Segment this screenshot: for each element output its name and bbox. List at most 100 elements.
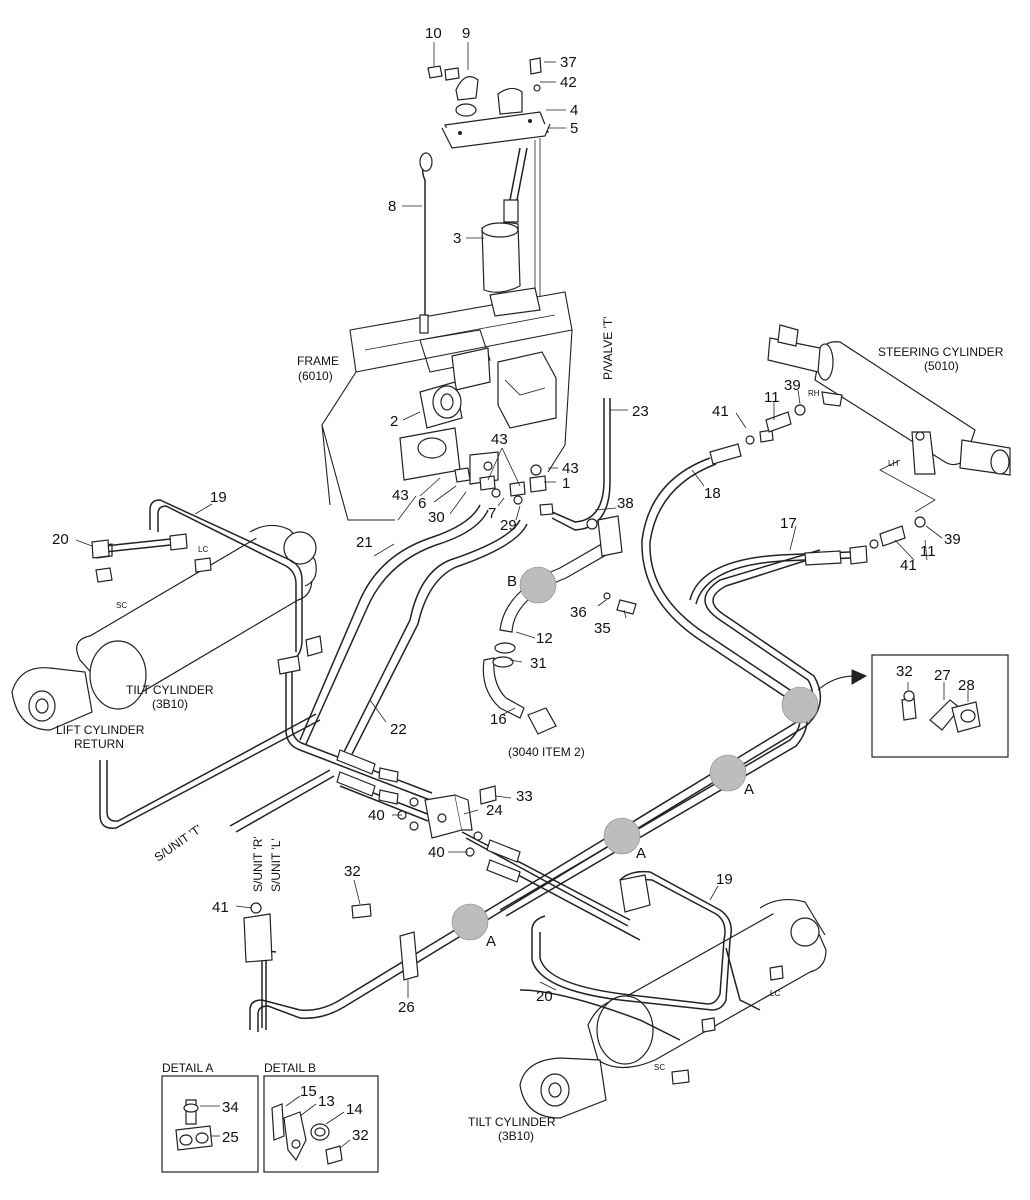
- sunit-t-label: S/UNIT 'T': [152, 822, 205, 865]
- callout-33: 33: [516, 788, 533, 805]
- inset-callout-32: 32: [896, 663, 913, 680]
- callout-29: 29: [500, 517, 517, 534]
- frame-structure: [321, 287, 573, 521]
- callout-41-right: 41: [900, 557, 917, 574]
- tilt-cylinder-left-code: (3B10): [152, 697, 188, 711]
- frame-label: FRAME: [297, 354, 339, 368]
- callout-4: 4: [570, 102, 578, 119]
- callout-11-right: 11: [920, 543, 936, 560]
- callout-35: 35: [594, 620, 611, 637]
- tilt-cylinder-right-code: (3B10): [498, 1129, 534, 1143]
- callout-18: 18: [704, 485, 721, 502]
- callout-7: 7: [488, 505, 496, 522]
- callout-40-lower: 40: [428, 844, 445, 861]
- lc-port-label-right: LC: [770, 989, 780, 998]
- pvalve-t-label: P/VALVE 'T': [601, 317, 615, 381]
- inset-marker: [781, 686, 819, 724]
- detail-a-marker-2: [603, 817, 641, 855]
- inset-callout-27: 27: [934, 667, 951, 684]
- callout-22: 22: [390, 721, 407, 738]
- tilt-cylinder-left-label: TILT CYLINDER: [126, 683, 214, 697]
- callout-43-top: 43: [491, 431, 508, 448]
- frame-code: (6010): [298, 369, 333, 383]
- callout-41-top: 41: [712, 403, 729, 420]
- callout-17: 17: [780, 515, 797, 532]
- detail-a-marker-3: [451, 903, 489, 941]
- lc-port-label-left: LC: [198, 545, 208, 554]
- hydraulic-tank-assembly: [419, 57, 551, 334]
- lh-port-label: LH: [888, 459, 898, 468]
- leader-lines: [75, 42, 943, 998]
- sunit-r-label: S/UNIT 'R': [251, 836, 265, 892]
- detail-a-box: DETAIL A 34 25: [161, 1061, 259, 1173]
- detail-b-callout-32: 32: [352, 1127, 369, 1144]
- ref-b-label: B: [507, 573, 517, 590]
- callout-16: 16: [490, 711, 507, 728]
- detail-b-title: DETAIL B: [264, 1061, 316, 1075]
- callout-24: 24: [486, 802, 503, 819]
- callout-30: 30: [428, 509, 445, 526]
- callout-40-upper: 40: [368, 807, 385, 824]
- callout-1: 1: [562, 475, 570, 492]
- detail-markers: [451, 566, 868, 941]
- part-callouts: 10 9 37 42 4 5 8 3 2 43 6 30 43 43 1 7 2…: [52, 25, 961, 1016]
- callout-39-top: 39: [784, 377, 801, 394]
- steering-cylinder: [767, 324, 1011, 513]
- steering-cylinder-code: (5010): [924, 359, 959, 373]
- detail-a-marker-1: [709, 754, 747, 792]
- lift-cylinder-return-label-1: LIFT CYLINDER: [56, 723, 145, 737]
- callout-21: 21: [356, 534, 373, 551]
- steering-cylinder-label: STEERING CYLINDER: [878, 345, 1004, 359]
- callout-8: 8: [388, 198, 396, 215]
- tilt-cylinder-right-label: TILT CYLINDER: [468, 1115, 556, 1129]
- callout-31: 31: [530, 655, 547, 672]
- callout-20-left: 20: [52, 531, 69, 548]
- detail-b-marker: [519, 566, 557, 604]
- callout-20-right: 20: [536, 988, 553, 1005]
- callout-26: 26: [398, 999, 415, 1016]
- callout-19-left: 19: [210, 489, 227, 506]
- callout-39-right: 39: [944, 531, 961, 548]
- text-labels: FRAME (6010) STEERING CYLINDER (5010) TI…: [56, 317, 1004, 1144]
- fittings: [91, 404, 926, 981]
- callout-41-sunit: 41: [212, 899, 229, 916]
- callout-43-right: 43: [562, 460, 579, 477]
- callout-38: 38: [617, 495, 634, 512]
- callout-9: 9: [462, 25, 470, 42]
- detail-a-callout-25: 25: [222, 1129, 239, 1146]
- tilt-cylinder-right: [519, 898, 827, 1119]
- item-reference-label: (3040 ITEM 2): [508, 745, 585, 759]
- callout-36: 36: [570, 604, 587, 621]
- detail-b-callout-14: 14: [346, 1101, 363, 1118]
- lift-cylinder-return-label-2: RETURN: [74, 737, 124, 751]
- callout-37: 37: [560, 54, 577, 71]
- sc-port-label-left: SC: [116, 601, 127, 610]
- callout-11-top: 11: [764, 389, 780, 406]
- sunit-l-label: S/UNIT 'L': [269, 838, 283, 892]
- callout-32-main: 32: [344, 863, 361, 880]
- callout-10: 10: [425, 25, 442, 42]
- inset-callout-28: 28: [958, 677, 975, 694]
- tilt-cylinder-left: [11, 524, 317, 731]
- return-manifold: [454, 464, 554, 516]
- callout-2: 2: [390, 413, 398, 430]
- detail-b-box: DETAIL B 15 13 14 32: [263, 1061, 379, 1173]
- ref-a-label-1: A: [744, 781, 754, 798]
- callout-12: 12: [536, 630, 553, 647]
- callout-42: 42: [560, 74, 577, 91]
- callout-23: 23: [632, 403, 649, 420]
- callout-43-left: 43: [392, 487, 409, 504]
- clamp-inset: 32 27 28: [871, 654, 1009, 758]
- callout-5: 5: [570, 120, 578, 137]
- ref-a-label-2: A: [636, 845, 646, 862]
- callout-6: 6: [418, 495, 426, 512]
- callout-3: 3: [453, 230, 461, 247]
- callout-19-right: 19: [716, 871, 733, 888]
- detail-a-title: DETAIL A: [162, 1061, 213, 1075]
- detail-a-callout-34: 34: [222, 1099, 239, 1116]
- filter-2: [419, 381, 463, 429]
- sc-port-label-right: SC: [654, 1063, 665, 1072]
- rh-port-label: RH: [808, 389, 820, 398]
- detail-b-callout-13: 13: [318, 1093, 335, 1110]
